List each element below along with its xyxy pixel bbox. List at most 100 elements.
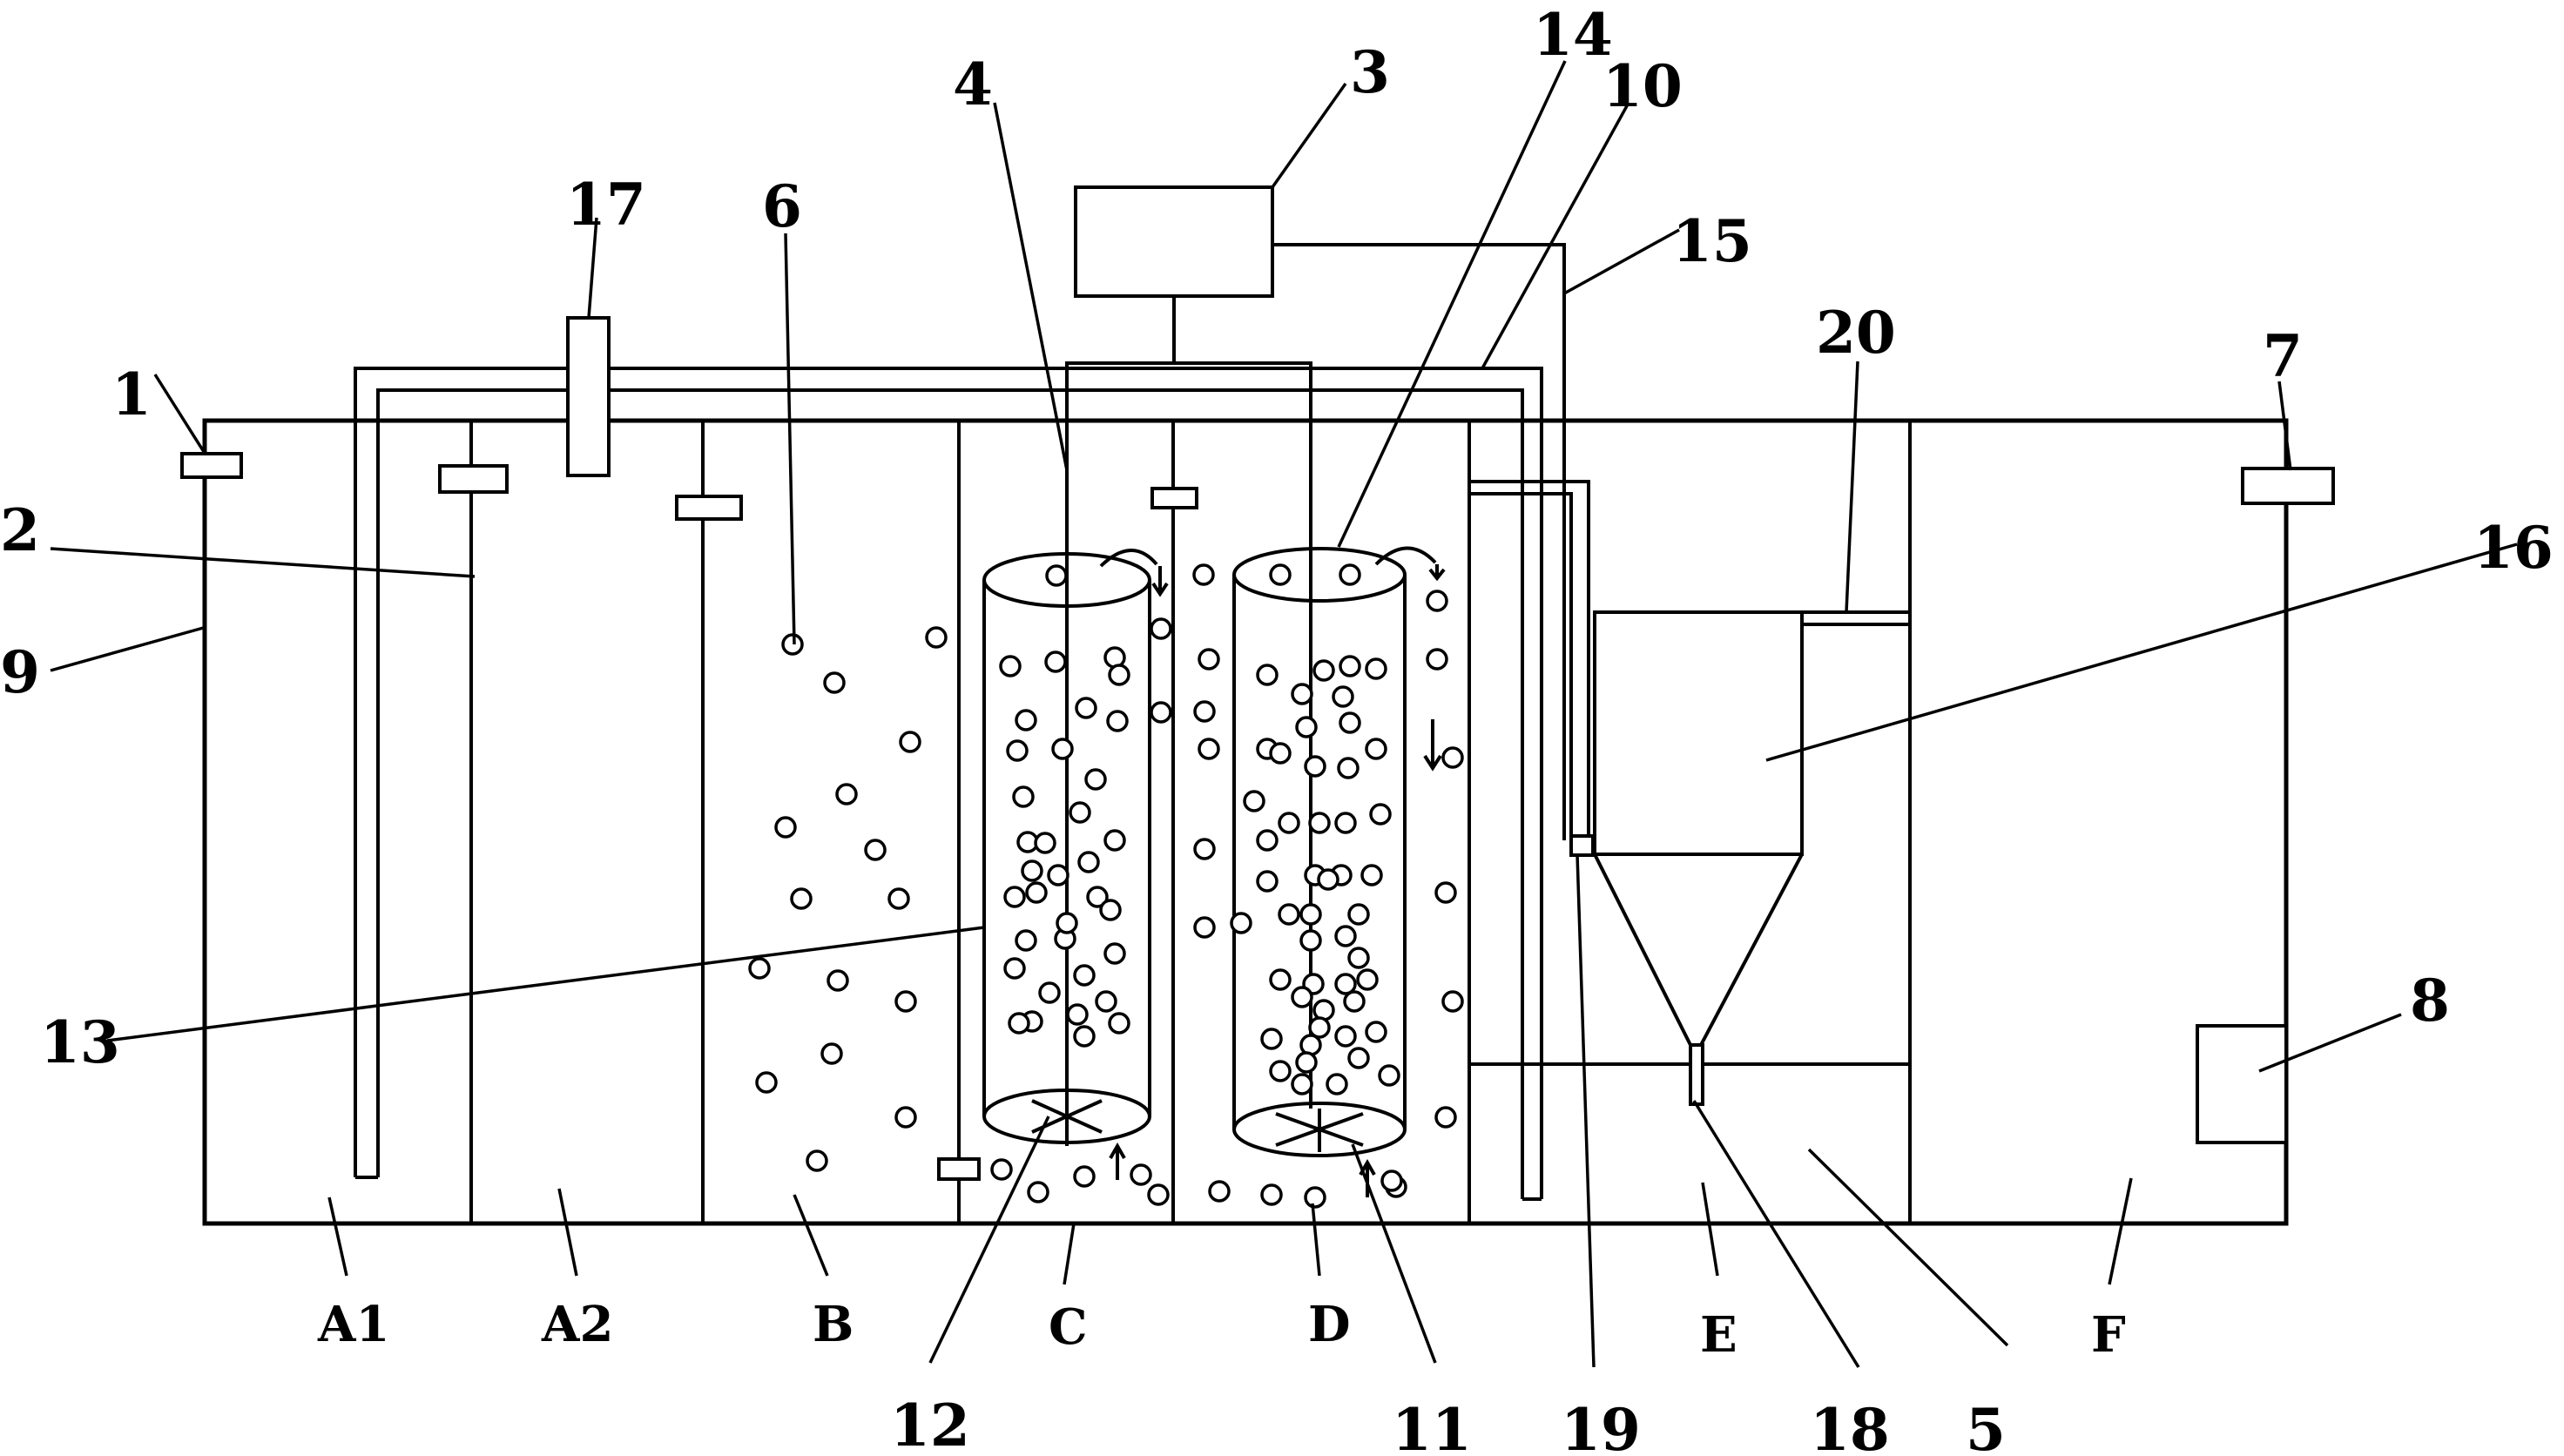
media-bubble — [1365, 738, 1387, 760]
media-bubble — [999, 655, 1022, 677]
leader-12 — [928, 1116, 1050, 1364]
leader-2 — [50, 547, 476, 578]
media-bubble — [1051, 738, 1074, 760]
media-bubble — [1334, 925, 1357, 947]
leader-zone-f — [2108, 1177, 2133, 1285]
media-bubble — [1103, 829, 1126, 852]
media-bubble — [1339, 711, 1361, 734]
flow-arrows — [1099, 546, 1446, 1197]
valve-fitting-b-bottom — [937, 1157, 981, 1181]
aerator-11 — [1275, 1109, 1364, 1152]
media-bubble — [1256, 829, 1279, 852]
media-bubble — [827, 969, 849, 992]
media-bubble — [1317, 868, 1339, 891]
leader-14 — [1337, 60, 1567, 548]
media-bubble — [1038, 981, 1061, 1004]
media-bubble — [1326, 1073, 1348, 1095]
leader-13 — [106, 926, 985, 1042]
cylinder-d-bottom — [1232, 1102, 1407, 1157]
media-bubble — [1334, 973, 1357, 995]
label-19: 19 — [1561, 1396, 1641, 1456]
reactor-cylinder-c — [982, 552, 1151, 1144]
media-bubble — [820, 1042, 843, 1065]
media-bubble — [1339, 563, 1361, 586]
media-bubble — [887, 887, 910, 910]
media-bubble — [1347, 1047, 1370, 1069]
media-bubble — [1073, 1165, 1096, 1188]
media-bubble — [1073, 1025, 1096, 1048]
label-15: 15 — [1672, 207, 1752, 275]
media-bubble — [806, 1149, 828, 1172]
label-14: 14 — [1533, 1, 1613, 69]
control-line-15 — [1272, 243, 1566, 840]
media-bubble — [1095, 990, 1117, 1013]
leader-8 — [2258, 1013, 2402, 1073]
media-bubble — [1015, 929, 1037, 952]
leader-5 — [1807, 1148, 2009, 1347]
media-bubble — [894, 1106, 917, 1129]
label-17: 17 — [566, 171, 646, 239]
label-12: 12 — [890, 1392, 970, 1456]
media-bubble — [1337, 757, 1360, 779]
media-bubble — [1066, 1003, 1089, 1026]
media-bubble — [1369, 803, 1392, 826]
media-bubble — [790, 887, 813, 910]
pipe-19-outer — [1469, 480, 1590, 836]
media-bubble — [1006, 739, 1029, 762]
media-bubble — [1260, 1183, 1283, 1206]
label-8: 8 — [2410, 967, 2450, 1035]
media-bubble — [1208, 1180, 1231, 1203]
media-bubble — [1332, 685, 1354, 708]
label-13: 13 — [40, 1008, 120, 1076]
leader-20 — [1845, 361, 1859, 613]
zone-label-a1: A1 — [317, 1296, 389, 1353]
media-bubble — [1378, 1064, 1400, 1087]
pipe-19-inner — [1469, 492, 1573, 853]
leader-15 — [1563, 228, 1680, 295]
pipe-outer-line — [354, 367, 1543, 1199]
media-bubble — [1260, 1028, 1283, 1050]
media-bubble — [1106, 710, 1129, 732]
component-17-box — [566, 316, 611, 477]
reactor-cylinder-d — [1232, 547, 1407, 1157]
media-bubble — [1441, 990, 1464, 1013]
media-bubble — [1441, 746, 1464, 769]
label-20: 20 — [1816, 299, 1896, 367]
media-bubble — [1295, 1051, 1318, 1074]
media-bubble — [1291, 1073, 1313, 1095]
media-bubble — [1008, 1012, 1030, 1035]
zone-labels: A1 A2 B C D E F — [317, 1296, 2126, 1364]
media-bubble — [823, 671, 846, 694]
zone-label-d: D — [1308, 1296, 1351, 1353]
media-bubble — [1034, 832, 1056, 854]
media-bubble — [1193, 700, 1216, 723]
sludge-outlet-18 — [1689, 1043, 1704, 1106]
media-bubble — [1269, 1060, 1292, 1082]
media-bubble — [1056, 912, 1078, 934]
valve-fitting-a1 — [438, 464, 509, 494]
leader-10 — [1481, 102, 1630, 369]
media-bubble — [1150, 617, 1172, 640]
media-bubble — [1334, 1025, 1357, 1048]
leader-7 — [2277, 381, 2292, 471]
leader-4 — [993, 102, 1069, 471]
main-tank-outline — [202, 418, 2289, 1226]
media-bubble — [1150, 701, 1172, 724]
media-bubble — [1256, 664, 1279, 686]
media-bubble — [1360, 864, 1383, 886]
label-9: 9 — [0, 638, 40, 706]
zone-label-b: B — [813, 1296, 854, 1353]
media-bubble — [1193, 916, 1216, 939]
media-bubble — [1047, 864, 1069, 886]
media-bubble — [1308, 1016, 1331, 1039]
media-bubble — [1295, 716, 1318, 738]
media-bubble — [1012, 785, 1035, 808]
media-bubble — [1365, 657, 1387, 680]
media-bubble — [1003, 886, 1026, 908]
media-bubble — [1069, 801, 1091, 824]
media-bubble — [1278, 903, 1300, 926]
leader-lines — [50, 60, 2518, 1368]
media-bubble — [1099, 899, 1122, 921]
leader-16 — [1765, 543, 2518, 762]
